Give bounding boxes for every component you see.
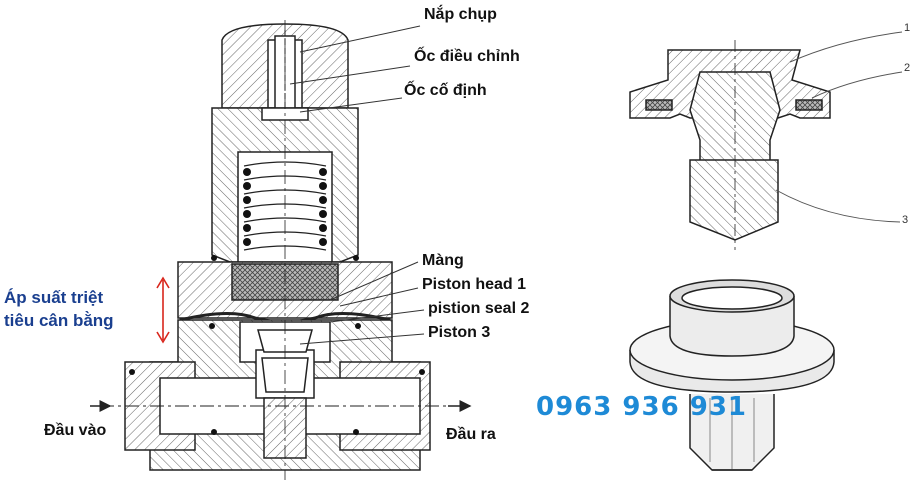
label-pressure-line2: tiêu cân bằng [4,311,114,330]
label-cap: Nắp chụp [424,6,497,23]
label-outlet: Đầu ra [446,426,496,443]
pressure-arrow [156,276,170,344]
valve-cross-section [100,20,450,480]
leader-lines [289,25,425,345]
callout-2: 2 [904,62,911,74]
label-inlet: Đầu vào [44,422,107,439]
label-lock-nut: Ốc cố định [404,82,487,99]
piston-3d-view [629,279,835,471]
label-piston-head: Piston head 1 [422,276,527,293]
phone-number: 0963 936 931 [536,392,748,422]
label-piston: Piston 3 [428,324,491,341]
label-adjust-screw: Ốc điều chỉnh [414,48,520,65]
callout-lines [775,31,903,223]
callout-1: 1 [904,22,911,34]
piston-assembly-section [629,40,831,250]
label-membrane: Màng [422,252,464,269]
label-piston-seal: pistion seal 2 [428,300,530,317]
label-pressure-line1: Áp suất triệt [4,288,104,307]
callout-3: 3 [902,214,909,226]
